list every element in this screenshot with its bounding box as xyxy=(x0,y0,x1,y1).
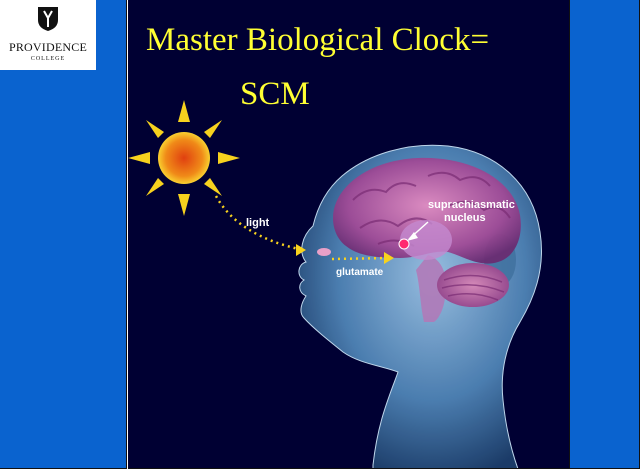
eye xyxy=(317,248,331,256)
brain-clock-illustration: light suprachiasmatic nucleus glutamate xyxy=(128,0,569,469)
shield-logo-icon xyxy=(36,6,60,32)
left-sidebar-strip: PROVIDENCE COLLEGE xyxy=(0,0,127,469)
title-line-1: Master Biological Clock= xyxy=(146,22,489,58)
scn-label-line1: suprachiasmatic xyxy=(428,199,515,211)
providence-college-logo: PROVIDENCE COLLEGE xyxy=(0,0,96,70)
light-label: light xyxy=(246,217,270,229)
glutamate-label: glutamate xyxy=(336,267,384,278)
title-line-2: SCM xyxy=(240,76,310,112)
cerebellum xyxy=(437,263,509,307)
scn-label-line2: nucleus xyxy=(444,212,486,224)
logo-subtitle: COLLEGE xyxy=(0,56,96,62)
logo-name: PROVIDENCE xyxy=(0,40,96,55)
right-sidebar-strip xyxy=(569,0,640,469)
sun-icon xyxy=(128,100,240,216)
slide-content-panel: light suprachiasmatic nucleus glutamate … xyxy=(128,0,569,469)
